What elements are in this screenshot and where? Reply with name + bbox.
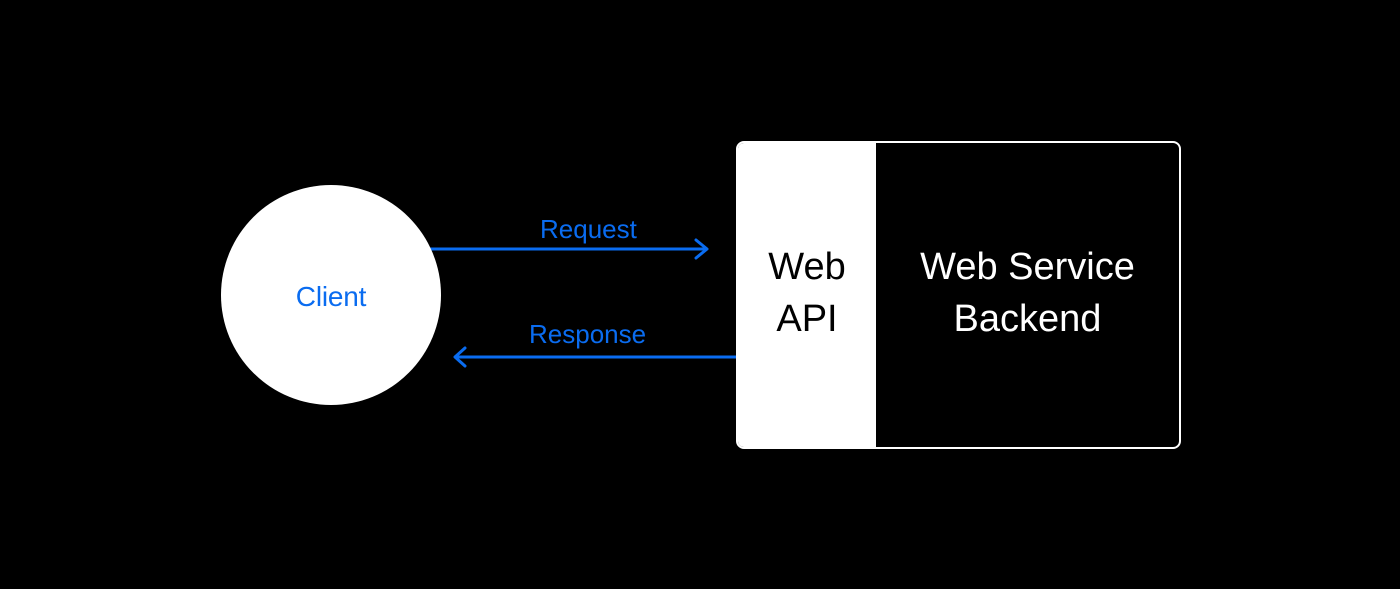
client-node: Client — [221, 185, 441, 405]
request-label: Request — [540, 214, 637, 244]
response-label: Response — [529, 319, 647, 349]
backend-label-line2: Backend — [953, 298, 1102, 340]
client-label: Client — [295, 281, 367, 312]
backend-label: Web Service Backend — [920, 241, 1135, 345]
backend-panel: Web Service Backend — [876, 143, 1179, 447]
web-api-panel: Web API — [738, 143, 876, 447]
backend-label-line1: Web Service — [920, 246, 1135, 288]
web-api-label-line2: API — [776, 298, 838, 340]
request-arrow-head — [694, 238, 709, 260]
web-api-label: Web API — [768, 241, 845, 345]
response-arrow-head — [453, 346, 467, 368]
response-arrow — [453, 346, 736, 368]
web-service-container: Web API Web Service Backend — [736, 141, 1181, 449]
web-api-label-line1: Web — [768, 246, 846, 288]
